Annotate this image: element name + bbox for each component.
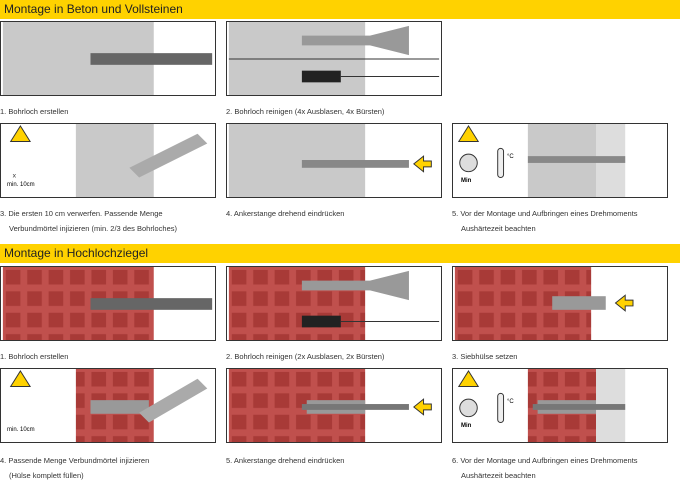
caption: 1. Bohrloch erstellen	[0, 352, 69, 361]
panel-concrete-clean	[226, 21, 442, 96]
caption: 4. Passende Menge Verbundmörtel injizier…	[0, 456, 150, 480]
panel-brick-clean	[226, 266, 442, 341]
warning-icon	[9, 125, 32, 143]
cartridge-icon	[129, 133, 208, 178]
min-label: Min	[461, 178, 472, 184]
panel-concrete-drill	[0, 21, 216, 96]
brush-icon	[301, 70, 341, 83]
caption: 5. Vor der Montage und Aufbringen eines …	[452, 209, 638, 233]
panel-concrete-anchor	[226, 123, 442, 198]
temp-label: °C	[507, 399, 514, 405]
caption: 4. Ankerstange drehend eindrücken	[226, 209, 345, 218]
svg-text:x: x	[13, 173, 17, 180]
panel-brick-drill	[0, 266, 216, 341]
thermometer-icon	[497, 147, 505, 179]
section-header-brick: Montage in Hochlochziegel	[0, 244, 680, 263]
anchor-rod-icon	[301, 160, 409, 168]
sleeve-icon	[552, 296, 606, 310]
panel-concrete-cure: Min °C	[452, 123, 668, 198]
panel-brick-anchor	[226, 368, 442, 443]
min-label: min. 10cm	[7, 182, 35, 188]
caption: 2. Bohrloch reinigen (2x Ausblasen, 2x B…	[226, 352, 385, 361]
panel-brick-inject: min. 10cm	[0, 368, 216, 443]
warning-icon	[457, 125, 480, 143]
caption: 1. Bohrloch erstellen	[0, 107, 69, 116]
clock-icon	[459, 153, 478, 173]
caption: 3. Siebhülse setzen	[452, 352, 518, 361]
drill-bit-icon	[90, 53, 213, 65]
blower-icon	[301, 25, 409, 56]
min-label: min. 10cm	[7, 427, 35, 433]
caption: 3. Die ersten 10 cm verwerfen. Passende …	[0, 209, 177, 233]
panel-brick-cure: Min °C	[452, 368, 668, 443]
panel-concrete-inject: x min. 10cm	[0, 123, 216, 198]
panel-brick-sleeve	[452, 266, 668, 341]
caption: 2. Bohrloch reinigen (4x Ausblasen, 4x B…	[226, 107, 385, 116]
caption: 5. Ankerstange drehend eindrücken	[226, 456, 345, 465]
min-label: Min	[461, 423, 472, 429]
temp-label: °C	[507, 154, 514, 160]
caption: 6. Vor der Montage und Aufbringen eines …	[452, 456, 638, 480]
arrow-icon	[413, 155, 432, 173]
section-header-concrete: Montage in Beton und Vollsteinen	[0, 0, 680, 19]
